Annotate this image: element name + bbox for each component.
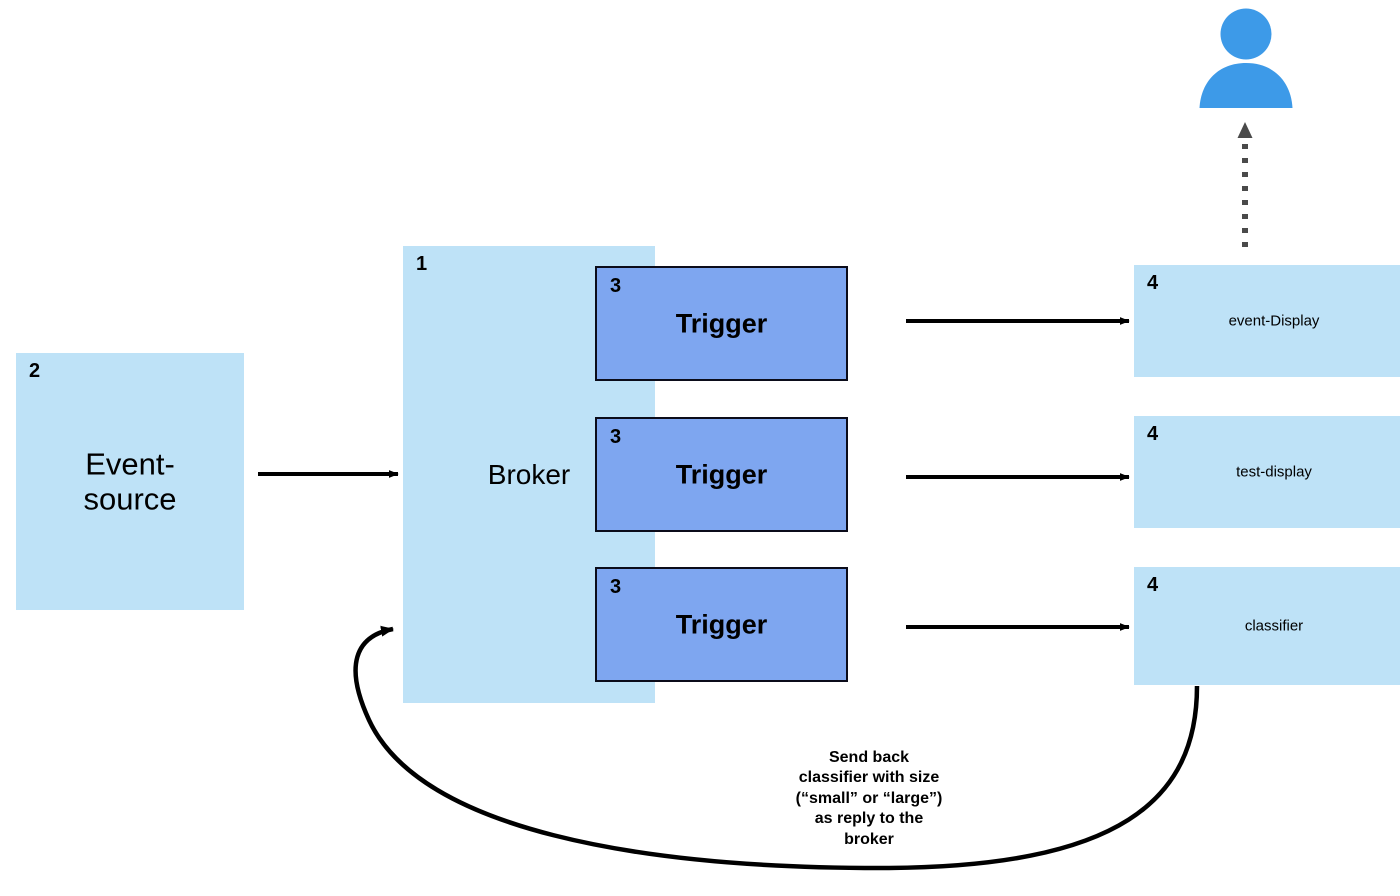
sink-2-label: test-display: [1236, 463, 1312, 481]
event-source-label: Event- source: [83, 445, 177, 517]
sink-box-test-display[interactable]: 4 test-display: [1134, 416, 1400, 528]
broker-step-number: 1: [416, 253, 428, 275]
sink-2-step-number: 4: [1147, 423, 1159, 445]
edge-classifier-reply-to-broker: [353, 625, 1200, 871]
broker-label: Broker: [487, 458, 571, 490]
sink-box-classifier[interactable]: 4 classifier: [1134, 567, 1400, 685]
trigger-3-step-number: 3: [610, 576, 622, 598]
trigger-1-step-number: 3: [610, 275, 622, 297]
event-source-step-number: 2: [29, 360, 41, 382]
trigger-3-label: Trigger: [675, 608, 768, 639]
trigger-box-3[interactable]: 3 Trigger: [595, 567, 848, 682]
user-icon: [1199, 8, 1293, 108]
sink-1-step-number: 4: [1147, 272, 1159, 294]
event-source-box[interactable]: 2 Event- source: [16, 353, 244, 610]
reply-annotation-text: Send back classifier with size (“small” …: [795, 749, 943, 848]
sink-3-step-number: 4: [1147, 574, 1159, 596]
sink-3-label: classifier: [1244, 617, 1304, 635]
trigger-2-step-number: 3: [610, 426, 622, 448]
trigger-1-label: Trigger: [675, 307, 768, 338]
sink-box-event-display[interactable]: 4 event-Display: [1134, 265, 1400, 377]
sink-1-label: event-Display: [1228, 312, 1320, 330]
trigger-box-1[interactable]: 3 Trigger: [595, 266, 848, 381]
trigger-box-2[interactable]: 3 Trigger: [595, 417, 848, 532]
trigger-2-label: Trigger: [675, 458, 768, 489]
